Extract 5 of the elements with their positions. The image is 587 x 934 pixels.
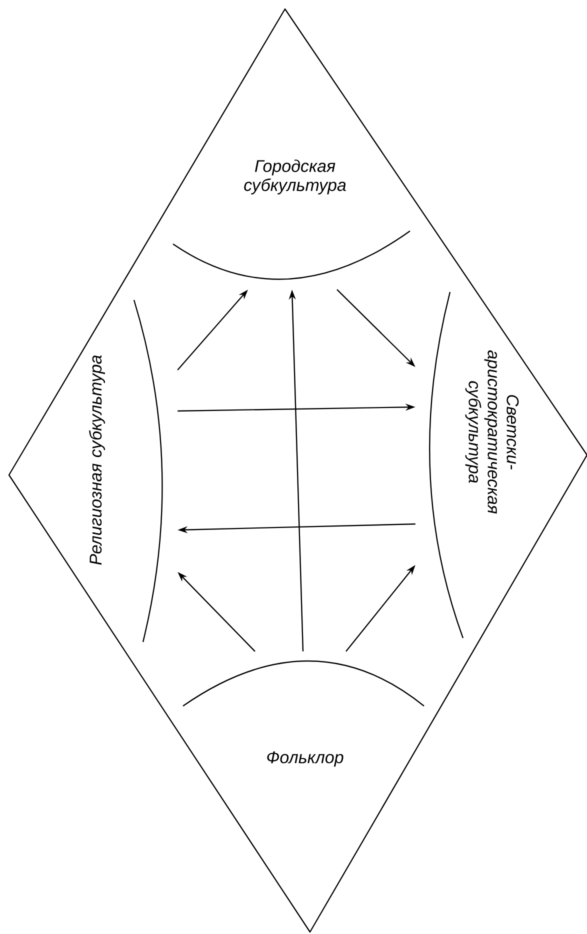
region: Фольклор [182,660,424,767]
region: Городская субкультура [172,160,410,280]
diamond-outline [8,8,587,933]
region: Светски-аристократическая субкультура [429,292,519,638]
region: Религиозная субкультура [89,300,163,642]
